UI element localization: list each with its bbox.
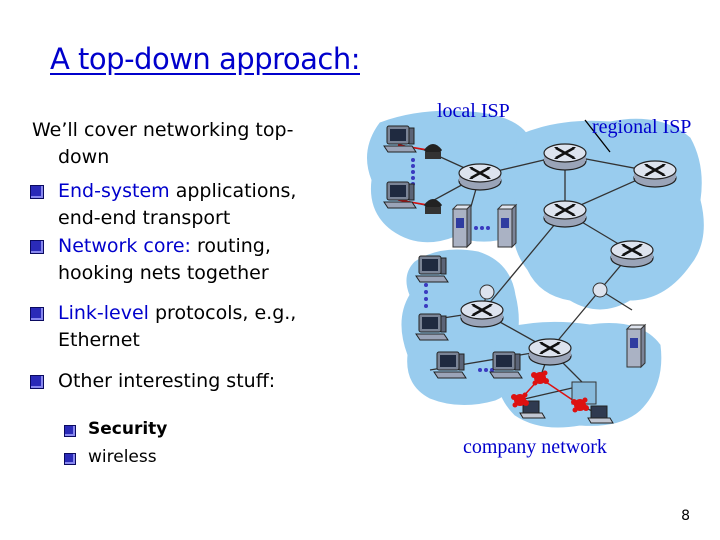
bullet-text: applications, <box>169 180 297 202</box>
local-isp-label: local ISP <box>437 100 510 122</box>
bullet-text-line2: hooking nets together <box>58 261 269 284</box>
router-icon <box>527 337 573 367</box>
bullet-other-stuff: Other interesting stuff: <box>30 368 370 395</box>
router-icon <box>632 159 678 189</box>
bullet-highlight: Network core: <box>58 235 191 258</box>
computer-icon <box>489 351 523 379</box>
bullet-square-icon <box>30 307 44 322</box>
router-icon <box>457 162 503 192</box>
intro-line-1: We’ll cover networking top- <box>32 119 294 141</box>
bullet-text-line2: end-end transport <box>58 206 231 229</box>
bullet-link-level: Link-level protocols, e.g., Ethernet <box>30 300 370 353</box>
bullet-end-system: End-system applications, end-end transpo… <box>30 178 370 231</box>
page-number: 8 <box>681 508 690 524</box>
modem-icon <box>479 284 495 300</box>
sub-bullet-text: Security <box>88 419 168 439</box>
computer-icon <box>415 313 449 341</box>
bullet-text: protocols, e.g., <box>148 302 297 325</box>
server-icon <box>626 324 646 368</box>
bullet-network-core: Network core: routing, hooking nets toge… <box>30 233 370 286</box>
intro-text: We’ll cover networking top- down <box>32 117 352 170</box>
intro-line-2: down <box>58 145 110 168</box>
router-icon <box>609 239 655 269</box>
bullet-list: End-system applications, end-end transpo… <box>30 178 370 408</box>
sub-bullet-wireless: wireless <box>64 446 167 474</box>
router-icon <box>459 299 505 329</box>
computer-icon <box>433 351 467 379</box>
bullet-text-line2: Ethernet <box>58 328 140 351</box>
sub-bullet-list: Security wireless <box>64 418 167 474</box>
link <box>481 211 566 313</box>
modem-icon <box>592 282 608 298</box>
sub-bullet-square-icon <box>64 425 76 437</box>
bullet-highlight: End-system <box>58 180 170 202</box>
slide-title: A top-down approach: <box>50 42 361 76</box>
company-network-label: company network <box>463 436 607 458</box>
computer-icon <box>383 181 417 209</box>
sub-bullet-square-icon <box>64 453 76 465</box>
router-icon <box>542 142 588 172</box>
dotted-connectors <box>411 158 494 372</box>
server-icon <box>452 204 472 248</box>
bullet-text: routing, <box>190 235 271 258</box>
computer-icon <box>383 125 417 153</box>
bullet-square-icon <box>30 185 44 199</box>
bullet-text: Other interesting stuff: <box>58 369 276 392</box>
router-icon <box>542 199 588 229</box>
sub-bullet-text: wireless <box>88 447 157 467</box>
bullet-square-icon <box>30 240 44 255</box>
sub-bullet-security: Security <box>64 418 167 446</box>
regional-isp-label: regional ISP <box>592 116 692 138</box>
link <box>584 119 611 153</box>
bullet-highlight: Link-level <box>58 302 149 325</box>
link <box>397 199 429 206</box>
server-icon <box>497 204 517 248</box>
bullet-square-icon <box>30 374 44 389</box>
computer-icon <box>415 255 449 283</box>
